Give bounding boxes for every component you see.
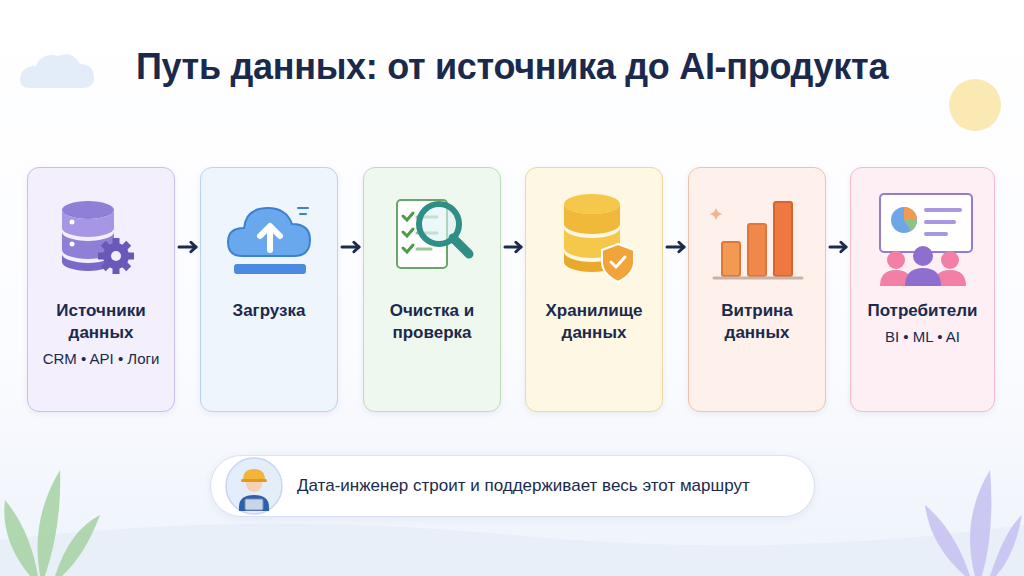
flow-arrow [830, 242, 846, 252]
process-card: Загрузка [200, 167, 338, 412]
database-shield-icon [552, 188, 642, 283]
flow-arrow [505, 242, 521, 252]
step-subtitle: BI • ML • AI [859, 326, 986, 347]
step-title: Потребители [859, 300, 986, 322]
process-card: Витрина данных [688, 167, 826, 412]
step-title: Загрузка [209, 300, 329, 322]
checklist-magnifier-icon [383, 186, 483, 286]
bar-chart-icon [708, 194, 808, 284]
flow-arrow [342, 242, 359, 252]
flow-arrow [179, 242, 196, 252]
process-card: Очистка и проверка [363, 167, 501, 412]
diagram-title: Путь данных: от источника до AI-продукта [0, 46, 1024, 88]
cloud-upload-icon [220, 194, 320, 284]
step-title: Витрина данных [697, 300, 817, 344]
flow-arrow [667, 242, 684, 252]
step-title: Хранилище данных [534, 300, 654, 344]
process-card: Потребители BI • ML • AI [850, 167, 995, 412]
process-card: Хранилище данных [525, 167, 663, 412]
step-subtitle: CRM • API • Логи [36, 348, 166, 369]
step-title: Источники данных [36, 300, 166, 344]
process-card: Источники данныхCRM • API • Логи [27, 167, 175, 412]
note-banner: Дата-инженер строит и поддерживает весь … [210, 455, 815, 517]
engineer-avatar-icon [223, 455, 285, 517]
note-text: Дата-инженер строит и поддерживает весь … [297, 476, 750, 496]
step-title: Очистка и проверка [372, 300, 492, 344]
database-gear-icon [50, 192, 140, 282]
consumers-dashboard-icon [868, 190, 978, 290]
